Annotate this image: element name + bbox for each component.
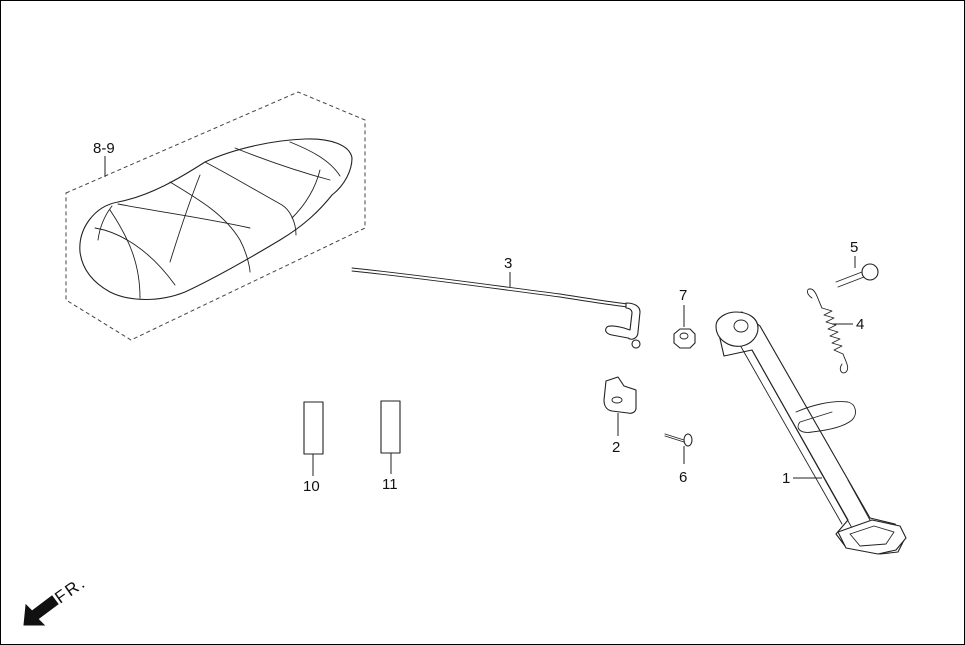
- seat-seam-10: [97, 205, 113, 241]
- stand-foot-inner: [849, 525, 895, 547]
- seat-seam-6: [289, 141, 341, 177]
- callout-2: 2: [612, 439, 620, 456]
- stand-hook-loop: [795, 401, 856, 433]
- seat-seam-4: [234, 147, 331, 181]
- stand-pivot-boss: [715, 311, 759, 347]
- nut-part: 7: [673, 287, 696, 349]
- part-10: 10: [303, 401, 324, 495]
- callout-7: 7: [679, 287, 687, 304]
- callout-10: 10: [303, 478, 320, 495]
- bracket-part: 2: [603, 376, 637, 456]
- callout-5: 5: [850, 239, 858, 256]
- cable-end-bracket: [605, 302, 641, 340]
- spring-top-hook: [806, 288, 823, 309]
- part-11: 11: [380, 400, 401, 493]
- screw-head: [683, 433, 693, 447]
- nut-body: [673, 328, 696, 349]
- callout-1: 1: [782, 470, 790, 487]
- cable-wire: [351, 267, 629, 305]
- bracket-hole: [611, 396, 623, 404]
- cable-assembly: 3: [351, 255, 641, 349]
- front-direction-indicator: FR.: [23, 573, 90, 626]
- spring-coil: [821, 307, 844, 355]
- front-arrow-icon: [23, 595, 59, 626]
- seat-assembly: 8-9: [65, 91, 366, 341]
- seat-seam-7: [94, 227, 176, 286]
- cable-end-eye: [631, 339, 641, 349]
- stand-pivot-hole: [733, 319, 749, 333]
- nut-hole: [679, 332, 689, 340]
- callout-11: 11: [382, 476, 398, 493]
- spring-bottom-hook: [839, 353, 849, 374]
- screw-part: 6: [664, 433, 693, 486]
- stand-arm-edge-2: [739, 344, 843, 525]
- seat-seam-2: [109, 209, 141, 299]
- bolt-head: [861, 263, 879, 281]
- seat-seam-1: [117, 203, 251, 229]
- part-11-block: [380, 400, 401, 454]
- seat-dashed-boundary: [65, 91, 366, 341]
- cable-wire-2: [351, 270, 629, 308]
- seat-seam-9: [291, 169, 321, 219]
- bolt-shaft-2: [837, 276, 865, 288]
- spring-part: 4: [806, 288, 864, 374]
- callout-8-9: 8-9: [93, 140, 115, 157]
- screw-shaft-2: [664, 435, 685, 443]
- callout-6: 6: [679, 469, 687, 486]
- stand-arm-edge: [751, 349, 853, 529]
- bracket-body: [603, 376, 637, 414]
- seat-body: [79, 138, 353, 300]
- seat-seam-8: [169, 174, 201, 263]
- callout-4: 4: [856, 316, 864, 333]
- part-10-block: [303, 401, 324, 455]
- bolt-part: 5: [835, 239, 879, 288]
- stand-foot: [837, 519, 907, 555]
- seat-seam-3: [204, 161, 297, 236]
- callout-3: 3: [504, 255, 512, 272]
- seat-seam-5: [169, 181, 251, 273]
- stand-ridge: [847, 479, 871, 521]
- stand-arm: [717, 311, 906, 555]
- bolt-shaft: [835, 271, 863, 283]
- side-stand: 1: [715, 311, 907, 555]
- screw-shaft: [664, 433, 685, 441]
